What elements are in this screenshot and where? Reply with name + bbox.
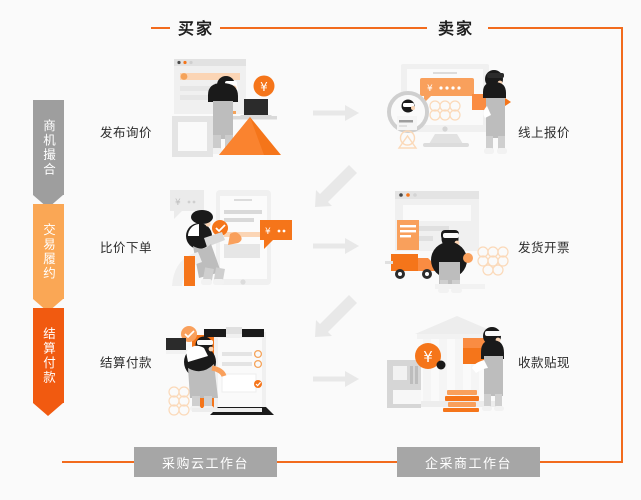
collect-and-discount-illustration: ¥: [385, 312, 511, 424]
ship-and-invoice-illustration: [383, 188, 511, 298]
rail-top-left-segment: [151, 27, 170, 29]
stage-segment-settlement-payment[interactable]: 结算付款: [33, 308, 64, 416]
svg-text:¥: ¥: [175, 198, 181, 208]
svg-text:¥: ¥: [260, 80, 268, 94]
rail-right-vertical: [621, 27, 623, 463]
arrow-row2-buyer-to-seller: [313, 238, 359, 258]
footer-button-seller-platform[interactable]: 企采商工作台: [397, 447, 540, 477]
stage-segment-business-matching[interactable]: 商机撮合: [33, 100, 64, 208]
row-label-seller-collect-discount: 收款贴现: [518, 355, 571, 370]
column-header-seller: 卖家: [432, 15, 481, 39]
row-label-buyer-publish-inquiry: 发布询价: [100, 125, 153, 140]
settle-payment-illustration: [166, 312, 290, 424]
row-label-buyer-compare-order: 比价下单: [100, 240, 153, 255]
arrow-row3-buyer-to-seller: [313, 371, 359, 391]
arrow-seller1-to-buyer2: [313, 165, 357, 213]
arrow-row1-buyer-to-seller: [313, 105, 359, 125]
svg-text:¥: ¥: [265, 227, 271, 237]
row-label-seller-online-quote: 线上报价: [518, 125, 571, 140]
publish-inquiry-illustration: ¥: [168, 55, 293, 170]
stage-label-business-matching: 商机撮合: [41, 118, 56, 177]
row-label-seller-ship-invoice: 发货开票: [518, 240, 571, 255]
stage-label-transaction-fulfillment: 交易履约: [41, 222, 56, 281]
online-quote-illustration: ¥: [383, 58, 511, 170]
compare-and-order-illustration: ¥ ¥: [168, 186, 294, 298]
svg-text:¥: ¥: [423, 348, 433, 366]
column-header-buyer: 买家: [172, 15, 221, 39]
stage-segment-transaction-fulfillment[interactable]: 交易履约: [33, 204, 64, 312]
svg-text:¥: ¥: [427, 84, 433, 94]
rail-top-right-segment: [488, 27, 623, 29]
rail-bottom-right-segment: [540, 461, 623, 463]
rail-top-middle-segment: [215, 27, 427, 29]
rail-bottom-middle-segment: [277, 461, 397, 463]
row-label-buyer-settle-payment: 结算付款: [100, 355, 153, 370]
arrow-seller2-to-buyer3: [313, 295, 357, 343]
rail-bottom-left-segment: [62, 461, 134, 463]
footer-button-buyer-platform[interactable]: 采购云工作台: [134, 447, 277, 477]
stage-label-settlement-payment: 结算付款: [41, 326, 56, 385]
